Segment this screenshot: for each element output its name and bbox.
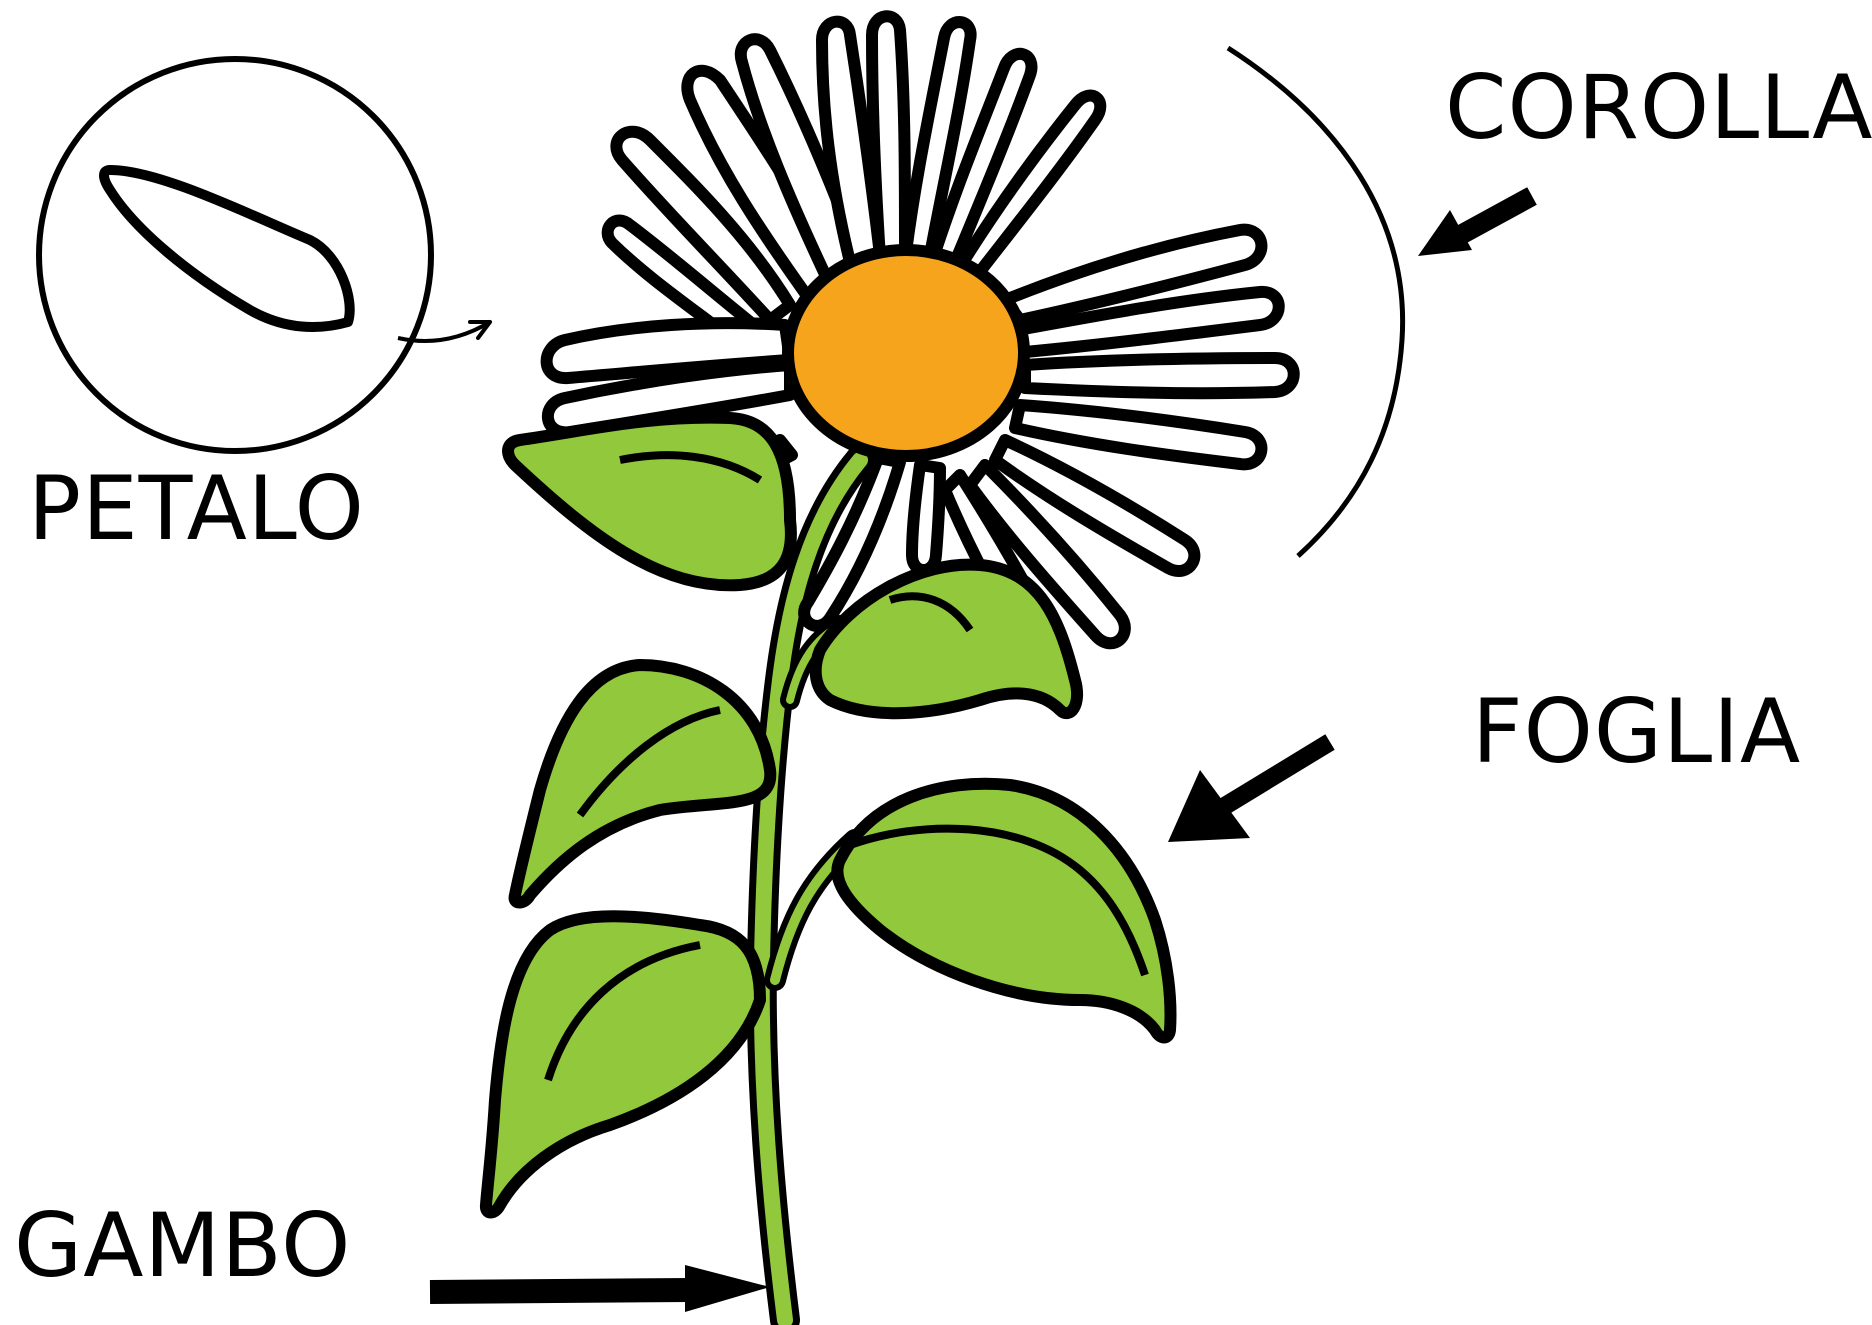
- label-corolla: COROLLA: [1445, 64, 1872, 152]
- leaf: [515, 665, 771, 903]
- label-foglia: FOGLIA: [1472, 688, 1801, 776]
- gambo-arrow: [430, 1265, 770, 1312]
- leaf: [837, 784, 1170, 1038]
- petal-sample: [104, 170, 350, 327]
- flower-center: [788, 250, 1024, 456]
- petal: [1015, 405, 1261, 464]
- petal-inset: [39, 59, 490, 451]
- label-petalo: PETALO: [28, 465, 365, 553]
- petal: [912, 465, 940, 570]
- petal: [1025, 358, 1294, 393]
- foglia-arrow: [1168, 742, 1330, 842]
- corolla-arrow: [1418, 196, 1532, 256]
- leaf: [508, 418, 791, 586]
- leaf: [486, 916, 760, 1212]
- petal: [872, 16, 905, 258]
- label-gambo: GAMBO: [14, 1202, 351, 1290]
